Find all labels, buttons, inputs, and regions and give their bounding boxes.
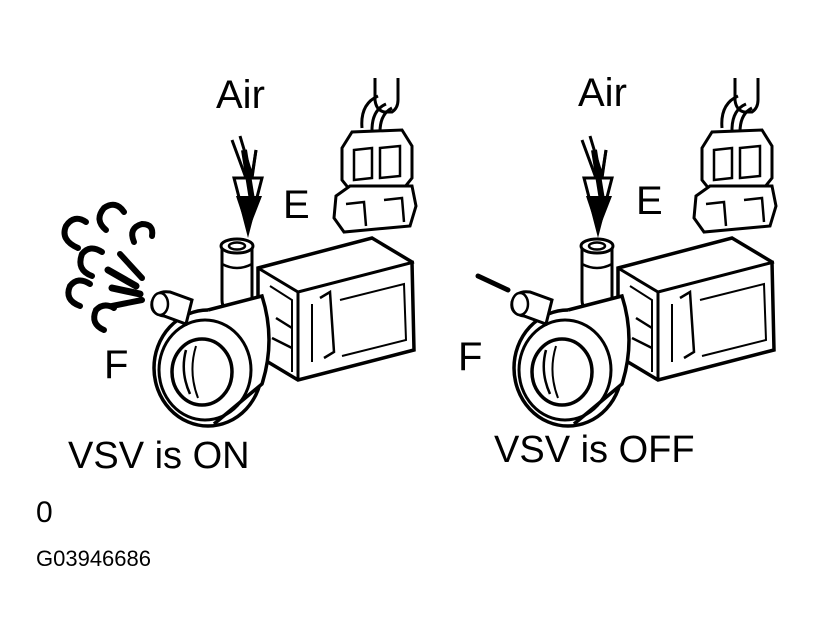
left-e-label: E xyxy=(283,183,310,227)
left-air-label: Air xyxy=(216,73,265,117)
right-panel-vsv-off: Air E F VSV is OFF xyxy=(458,71,778,471)
left-caption: VSV is ON xyxy=(68,435,250,477)
right-caption: VSV is OFF xyxy=(494,429,695,471)
footer-marker: 0 xyxy=(36,496,53,529)
small-flow-icon xyxy=(475,273,511,293)
left-panel-vsv-on: Air E F VSV is ON xyxy=(61,73,418,477)
left-air-arrow xyxy=(226,136,270,232)
left-f-label: F xyxy=(104,343,128,387)
left-valve-body xyxy=(150,76,418,428)
figure-code: G03946686 xyxy=(36,546,151,571)
right-air-label: Air xyxy=(578,71,627,115)
air-puff-icon xyxy=(61,201,156,333)
right-air-arrow xyxy=(576,136,620,232)
right-valve-body xyxy=(510,76,778,428)
right-e-label: E xyxy=(636,179,663,223)
right-f-label: F xyxy=(458,335,482,379)
